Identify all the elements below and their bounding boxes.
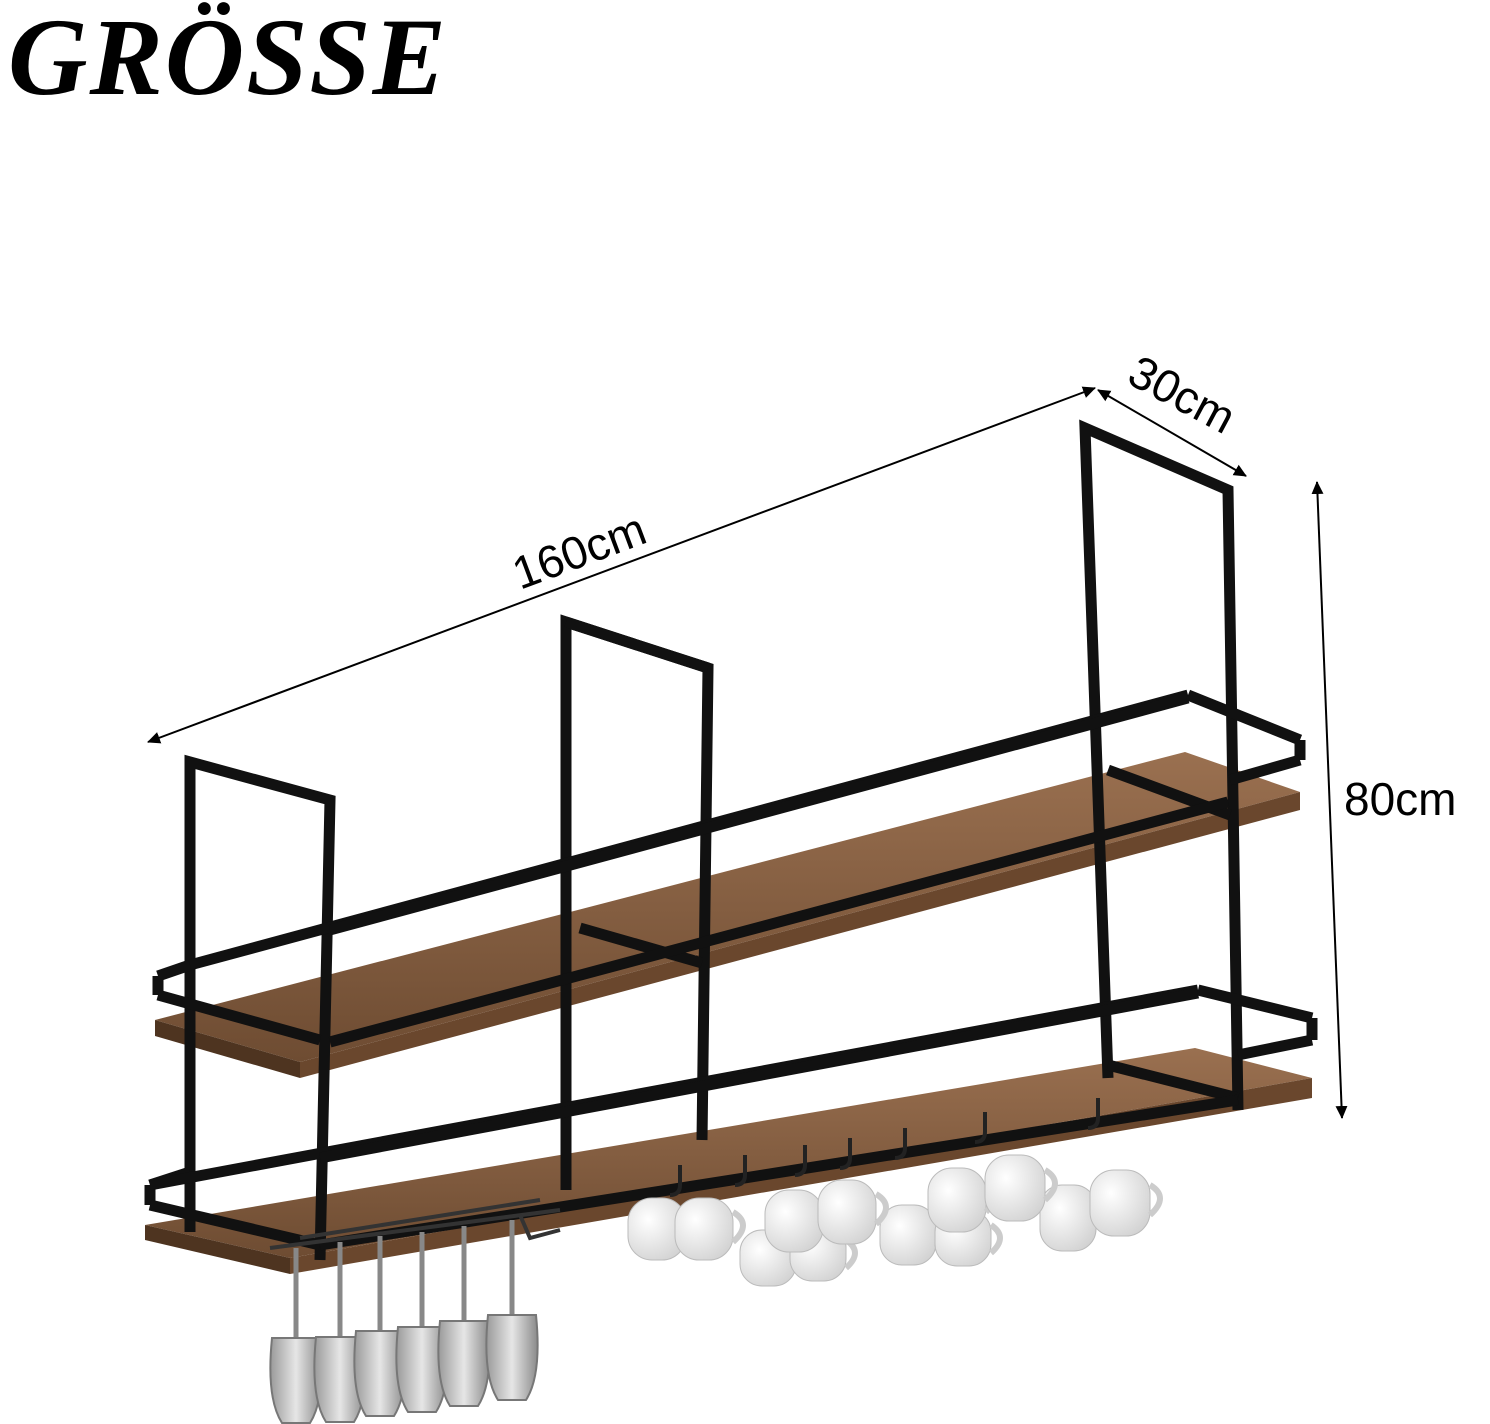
wine-glass-icon bbox=[485, 1220, 539, 1401]
wine-glass-icon bbox=[437, 1226, 491, 1407]
depth-label: 30cm bbox=[1120, 345, 1244, 444]
glass-hanger-rails bbox=[269, 1198, 561, 1250]
wine-glass-icon bbox=[395, 1232, 449, 1413]
mug-icon bbox=[1089, 1169, 1163, 1237]
length-label: 160cm bbox=[505, 502, 653, 599]
length-dimension-line bbox=[147, 386, 1096, 744]
height-label: 80cm bbox=[1344, 773, 1456, 825]
wine-glass-icon bbox=[353, 1236, 407, 1417]
wine-glass-icon bbox=[269, 1248, 323, 1424]
mug-hooks bbox=[669, 1098, 1100, 1197]
mugs bbox=[627, 1154, 1163, 1287]
page-title: GRÖSSE bbox=[8, 0, 448, 118]
mug-icon bbox=[674, 1197, 746, 1261]
depth-dimension-line bbox=[1097, 389, 1247, 477]
wine-glasses bbox=[269, 1220, 539, 1424]
mug-icon bbox=[817, 1179, 889, 1245]
mug-icon bbox=[984, 1154, 1058, 1222]
metal-frame bbox=[144, 419, 1318, 1261]
height-dimension-line bbox=[1311, 481, 1348, 1119]
